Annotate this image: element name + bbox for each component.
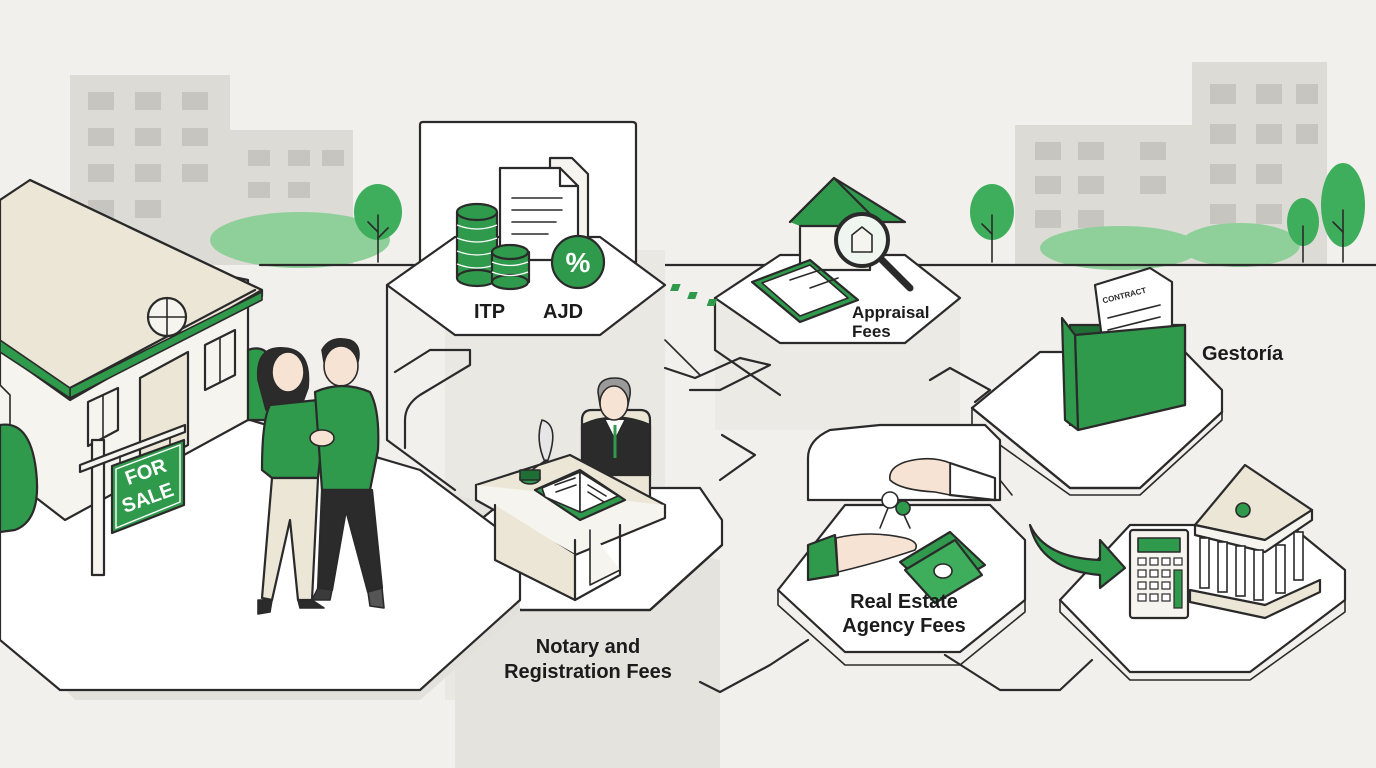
percent-symbol: % — [566, 247, 591, 278]
background-tree-icon — [970, 184, 1014, 263]
contract-folder-icon: CONTRACT — [1060, 266, 1187, 432]
quill-inkwell-icon — [519, 419, 554, 485]
keys-handover-icon — [806, 457, 997, 582]
connecting-paths — [393, 339, 1094, 694]
calculator-icon — [1128, 528, 1190, 620]
label-gestoria: Gestoría — [1202, 343, 1284, 365]
background-tree-icon — [1321, 163, 1365, 263]
background-tree-icon — [354, 184, 402, 263]
banknotes-icon — [898, 530, 987, 605]
label-notary-line1: Notary and — [536, 636, 640, 658]
open-book-icon — [533, 468, 627, 522]
background-city — [70, 62, 1376, 270]
for-sale-sign-icon: FOR SALE — [78, 423, 187, 577]
label-agency-line1: Real Estate — [850, 591, 958, 613]
label-notary-line2: Registration Fees — [504, 661, 672, 683]
label-appraisal-line1: Appraisal — [852, 303, 929, 322]
label-appraisal-line2: Fees — [852, 322, 891, 341]
label-itp: ITP — [474, 301, 505, 323]
label-ajd: AJD — [543, 301, 583, 323]
couple-icon — [256, 337, 385, 615]
label-agency-line2: Agency Fees — [842, 615, 965, 637]
bush-icon — [0, 423, 39, 534]
checklist-clipboard-icon — [670, 258, 860, 324]
curved-arrow-icon — [1028, 523, 1127, 590]
house-magnifier-icon — [788, 176, 914, 292]
coin-stack-icon — [455, 202, 531, 291]
bank-building-icon — [1188, 463, 1322, 620]
background-tree-icon — [1287, 198, 1319, 263]
percent-badge-icon: % — [550, 234, 606, 290]
document-icon — [498, 156, 590, 262]
